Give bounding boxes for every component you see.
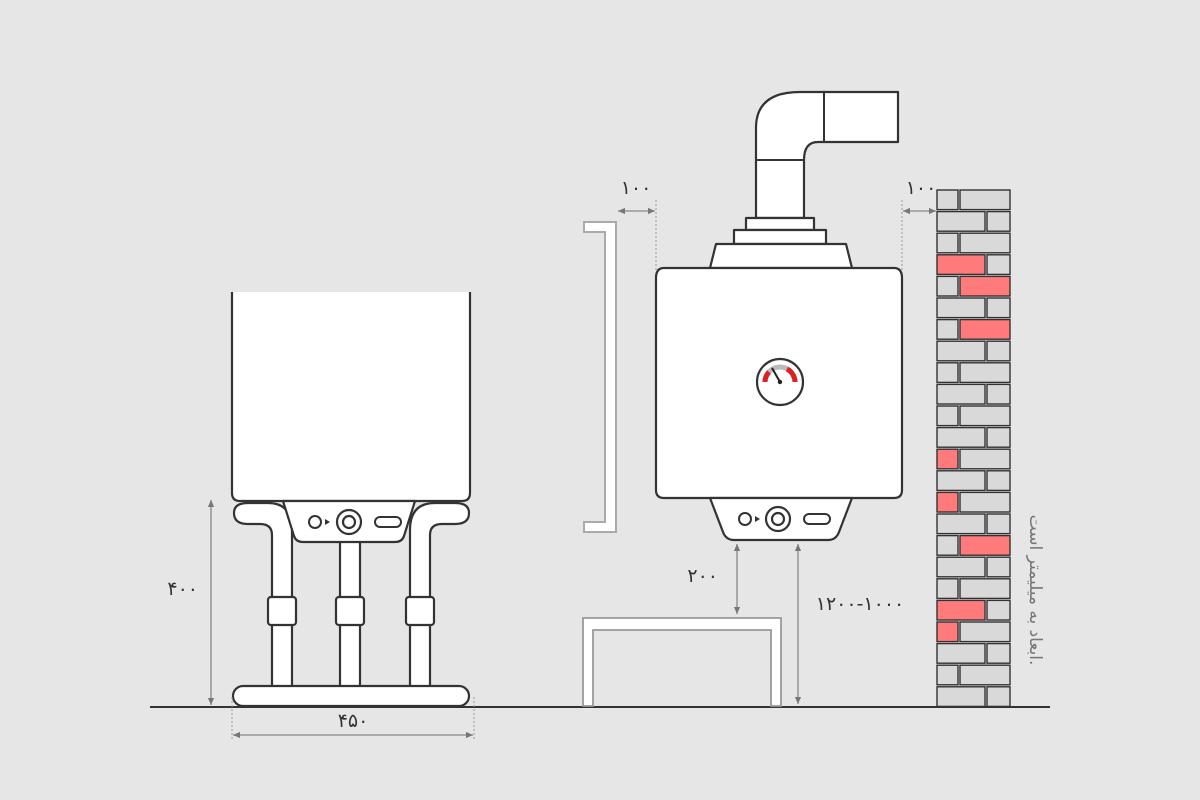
brick	[959, 448, 1011, 470]
brick	[986, 340, 1011, 362]
brick	[959, 664, 1011, 686]
brick	[936, 189, 959, 211]
height-dimension: ۴۰۰	[167, 500, 215, 705]
width-label: ۴۵۰	[338, 710, 369, 732]
control-knob-icon	[335, 508, 363, 536]
brick	[936, 686, 986, 708]
brick	[986, 383, 1011, 405]
brick	[936, 513, 986, 535]
brick	[959, 189, 1011, 211]
units-note: ابعاد به میلیمتر است.	[1025, 515, 1045, 666]
brick-red	[936, 621, 959, 643]
brick	[986, 426, 1011, 448]
left-clearance-label: ۱۰۰	[621, 177, 652, 199]
brick-red	[936, 254, 986, 276]
brick-red	[959, 534, 1011, 556]
support-legs	[231, 501, 471, 708]
floor-heater	[230, 292, 472, 708]
obstacle-frame	[582, 617, 782, 707]
brick	[936, 642, 986, 664]
brick	[959, 491, 1011, 513]
ring-indicator-icon	[308, 515, 330, 529]
brick	[936, 426, 986, 448]
brick-wall	[936, 189, 1011, 708]
left-clearance-dimension: ۱۰۰	[618, 177, 657, 276]
brick	[959, 578, 1011, 600]
brick	[936, 210, 986, 232]
brick	[986, 470, 1011, 492]
brick	[959, 405, 1011, 427]
brick	[986, 210, 1011, 232]
height-label: ۴۰۰	[167, 578, 198, 600]
wall-heater	[654, 90, 904, 542]
ring-indicator-icon	[738, 512, 760, 526]
flue-pipe	[754, 90, 900, 220]
brick	[936, 578, 959, 600]
tank-body	[230, 292, 472, 503]
mount-height-dimension: ۱۲۰۰-۱۰۰۰	[794, 544, 905, 704]
brick	[959, 621, 1011, 643]
brick	[936, 297, 986, 319]
brick	[936, 362, 959, 384]
brick	[986, 513, 1011, 535]
bottom-clearance-dimension: ۲۰۰	[687, 544, 741, 614]
brick	[936, 405, 959, 427]
right-clearance-dimension: ۱۰۰	[901, 177, 937, 276]
brick	[936, 318, 959, 340]
brick-red	[936, 491, 959, 513]
display-slot-icon	[803, 513, 831, 525]
brick	[986, 254, 1011, 276]
brick-red	[936, 448, 959, 470]
brick	[959, 232, 1011, 254]
brick	[986, 297, 1011, 319]
brick	[936, 534, 959, 556]
brick	[936, 340, 986, 362]
brick	[936, 275, 959, 297]
brick	[936, 232, 959, 254]
wall-bracket	[583, 221, 617, 533]
mount-height-label: ۱۲۰۰-۱۰۰۰	[816, 593, 905, 615]
display-slot-icon	[374, 516, 402, 528]
brick	[936, 556, 986, 578]
brick-red	[936, 599, 986, 621]
right-clearance-label: ۱۰۰	[906, 177, 937, 199]
brick	[936, 664, 959, 686]
brick	[959, 362, 1011, 384]
brick	[986, 642, 1011, 664]
brick	[986, 686, 1011, 708]
bottom-clearance-label: ۲۰۰	[687, 565, 718, 587]
control-knob-icon	[764, 505, 792, 533]
brick	[936, 470, 986, 492]
temperature-gauge-icon	[755, 357, 805, 407]
brick	[936, 383, 986, 405]
brick-red	[959, 275, 1011, 297]
brick-red	[959, 318, 1011, 340]
brick	[986, 599, 1011, 621]
width-dimension: ۴۵۰	[231, 697, 475, 740]
brick	[986, 556, 1011, 578]
